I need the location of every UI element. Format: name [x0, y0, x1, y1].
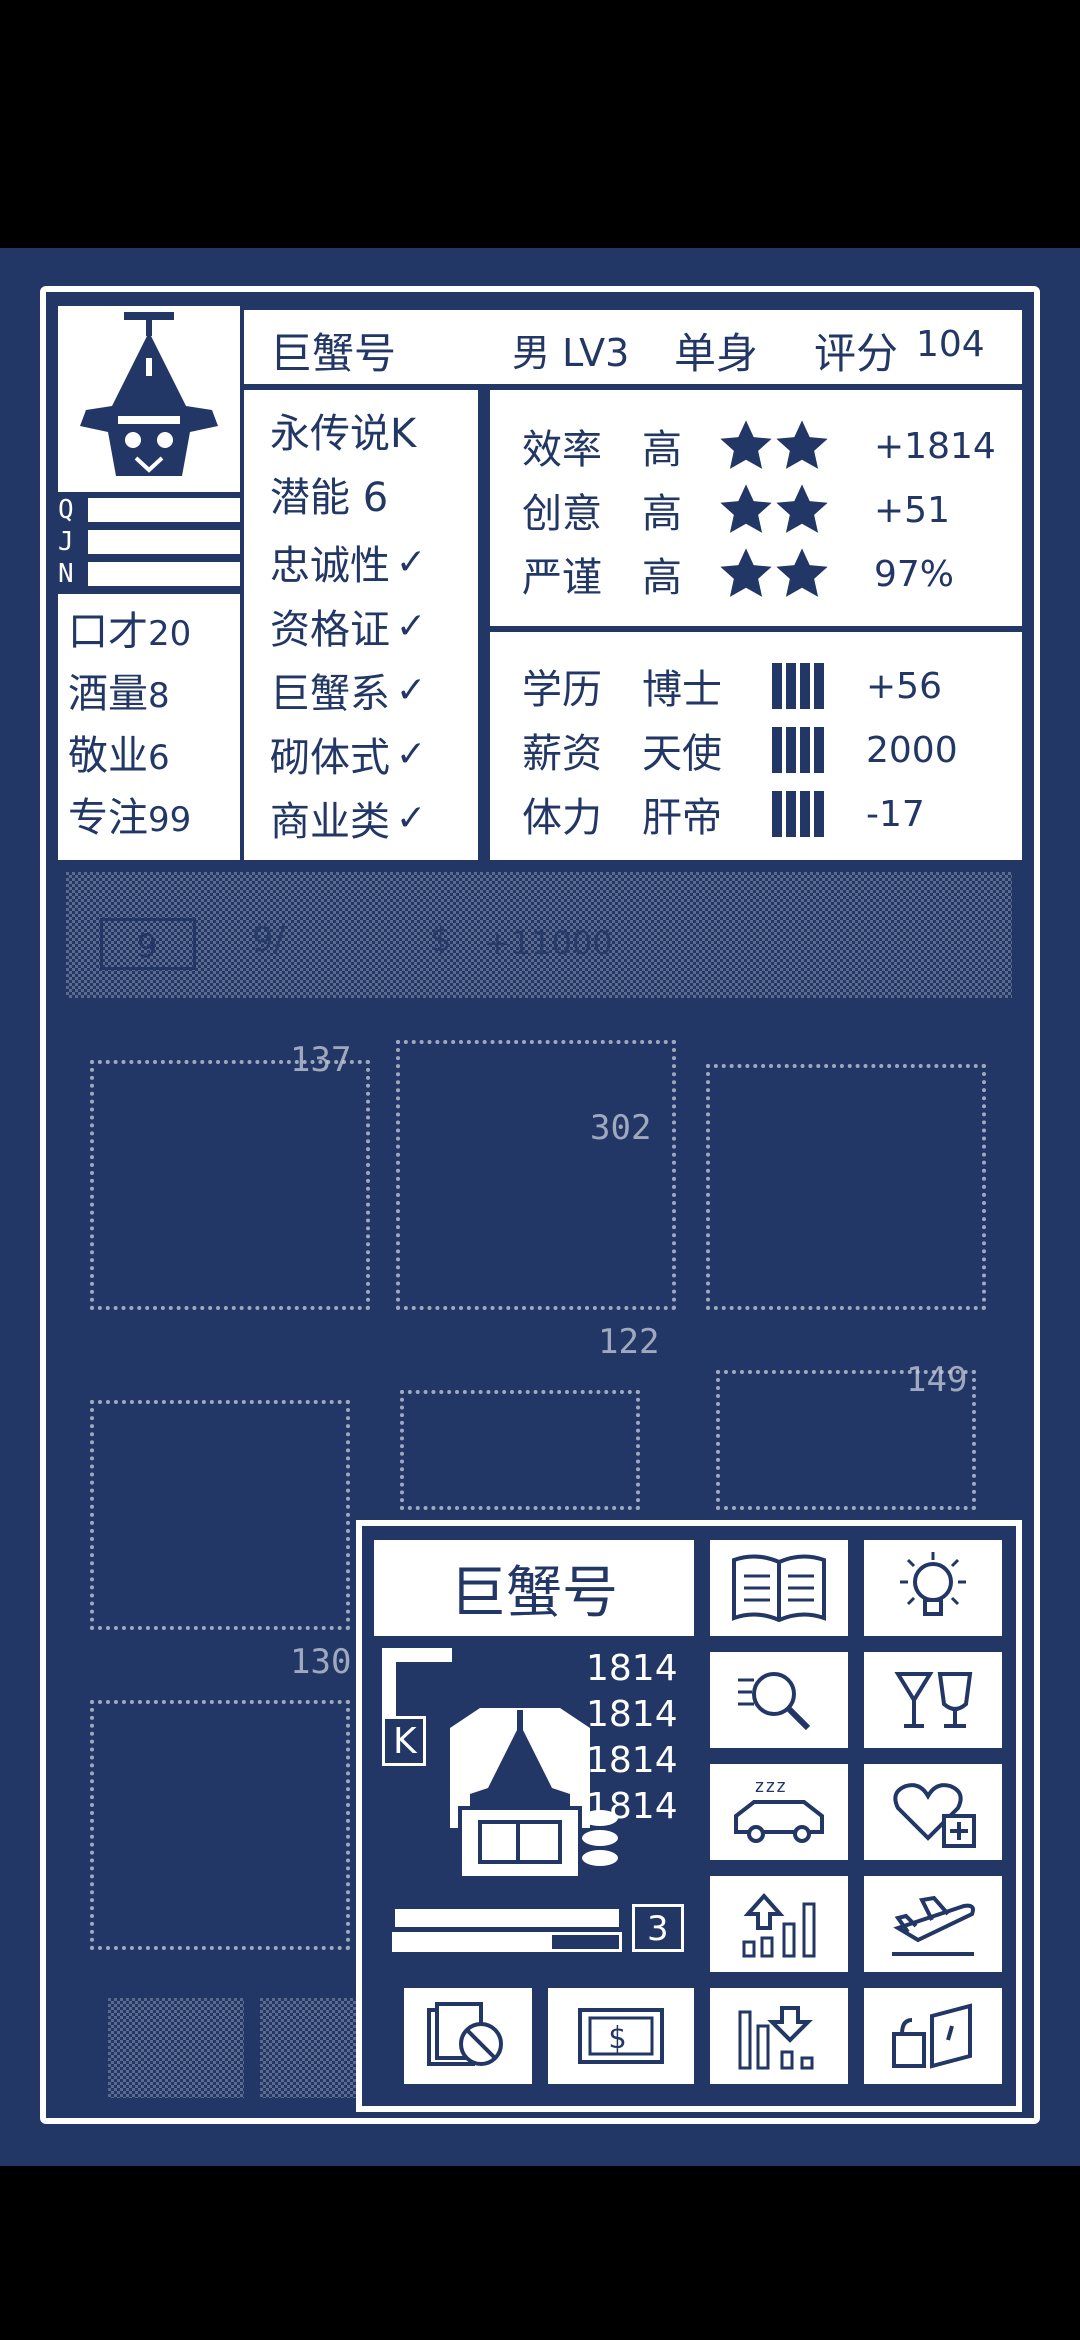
main-frame	[40, 286, 1040, 2124]
progress-bar-bottom	[392, 1932, 622, 1952]
avatar	[58, 306, 240, 492]
meter-label-q: Q	[58, 495, 74, 525]
promote-button[interactable]	[706, 1872, 852, 1976]
star-stats: 效率 高 +1814 创意 高 +51 严谨 高 97%	[490, 390, 1022, 626]
desk-slot[interactable]	[396, 1040, 676, 1310]
character-name: 巨蟹号	[270, 329, 397, 378]
day-box: 9	[100, 918, 196, 970]
top-letterbox	[0, 0, 1080, 248]
check-icon: ✓	[396, 797, 427, 839]
score-value: 104	[916, 324, 985, 365]
lightbulb-icon	[900, 1552, 966, 1616]
salary-button[interactable]: $	[544, 1984, 698, 2088]
heart-plus-icon	[893, 1783, 976, 1848]
basic-stats: 口才20 酒量8 敬业6 专注99	[58, 594, 240, 860]
magnifier-icon	[738, 1672, 811, 1731]
status-count: 9/	[252, 920, 286, 960]
character-at-desk-icon	[450, 1708, 618, 1880]
star-icon	[776, 420, 828, 469]
demote-button[interactable]	[706, 1984, 852, 2088]
drink-button[interactable]	[860, 1648, 1006, 1752]
popup-value: 1814	[586, 1648, 678, 1689]
qjn-meters: Q J N	[58, 494, 240, 590]
svg-text:zzz: zzz	[754, 1776, 787, 1797]
status-bar	[66, 872, 1012, 998]
inspect-button[interactable]	[706, 1648, 852, 1752]
study-button[interactable]	[706, 1536, 852, 1640]
desk-slot[interactable]	[90, 1400, 350, 1630]
check-icon: ✓	[396, 669, 427, 711]
level-badge: 3	[632, 1904, 684, 1952]
stat-bars	[772, 791, 824, 837]
bar-stats: 学历 博士 +56 薪资 天使 2000 体力 肝帝 -17	[490, 632, 1022, 860]
bg-number: 149	[906, 1360, 968, 1400]
drinks-icon	[894, 1672, 973, 1728]
check-icon: ✓	[396, 605, 427, 647]
sleep-car-icon: zzz	[734, 1776, 824, 1843]
downgrade-chart-icon	[738, 2006, 814, 2070]
idea-button[interactable]	[860, 1536, 1006, 1640]
rank-badge: K	[382, 1716, 426, 1766]
meter-label-n: N	[58, 559, 74, 589]
score-label: 评分	[814, 329, 899, 378]
progress-bar-top	[392, 1906, 622, 1930]
money-icon-small: $	[430, 920, 452, 960]
trait-legend: 永传说K	[270, 411, 417, 457]
bottom-button-ghost[interactable]	[108, 1998, 244, 2098]
desk-slot[interactable]	[400, 1390, 640, 1510]
star-icon	[776, 548, 828, 597]
transfer-button[interactable]	[860, 1984, 1006, 2088]
money-icon: $	[578, 2008, 664, 2064]
trait-potential: 潜能 6	[270, 475, 389, 521]
stat-bars	[772, 727, 824, 773]
check-icon: ✓	[396, 541, 427, 583]
bottom-letterbox	[0, 2166, 1080, 2340]
stat-bars	[772, 663, 824, 709]
bottom-button-ghost[interactable]	[260, 1998, 356, 2098]
bg-number: 130	[290, 1642, 352, 1682]
svg-text:$: $	[608, 2021, 626, 2056]
airplane-icon	[892, 1895, 975, 1956]
status-money: +11000	[484, 924, 613, 962]
cancel-stack-icon	[427, 2002, 503, 2066]
transfer-icon	[892, 2003, 972, 2069]
star-icon	[720, 548, 772, 597]
bg-number: 302	[590, 1108, 652, 1148]
popup-value: 1814	[586, 1694, 678, 1735]
popup-portrait: K 1814 1814 1814 1814 3	[370, 1648, 698, 1960]
popup-title-box: 巨蟹号	[370, 1536, 698, 1640]
book-icon	[732, 1554, 826, 1623]
profile-header: 巨蟹号 男 LV3 单身 评分 104	[244, 310, 1022, 384]
travel-button[interactable]	[860, 1872, 1006, 1976]
popup-title: 巨蟹号	[450, 1560, 618, 1626]
gender-level: 男 LV3	[512, 331, 630, 375]
desk-slot[interactable]	[90, 1700, 350, 1950]
care-button[interactable]	[860, 1760, 1006, 1864]
bg-number: 137	[290, 1040, 352, 1080]
upgrade-chart-icon	[742, 1892, 816, 1958]
desk-slot[interactable]	[706, 1064, 986, 1310]
rest-button[interactable]: zzz	[706, 1760, 852, 1864]
star-icon	[720, 420, 772, 469]
bg-number: 122	[598, 1322, 660, 1362]
popup-value: 1814	[586, 1740, 678, 1781]
star-icon	[776, 484, 828, 533]
dismiss-button[interactable]	[400, 1984, 536, 2088]
desk-slot[interactable]	[90, 1060, 370, 1310]
meter-label-j: J	[58, 527, 74, 557]
check-icon: ✓	[396, 733, 427, 775]
traits-list: 永传说K 潜能 6 忠诚性✓ 资格证✓ 巨蟹系✓ 砌体式✓ 商业类✓	[244, 390, 478, 860]
desk-slot[interactable]	[716, 1370, 976, 1510]
star-icon	[720, 484, 772, 533]
marital-status: 单身	[674, 329, 759, 378]
